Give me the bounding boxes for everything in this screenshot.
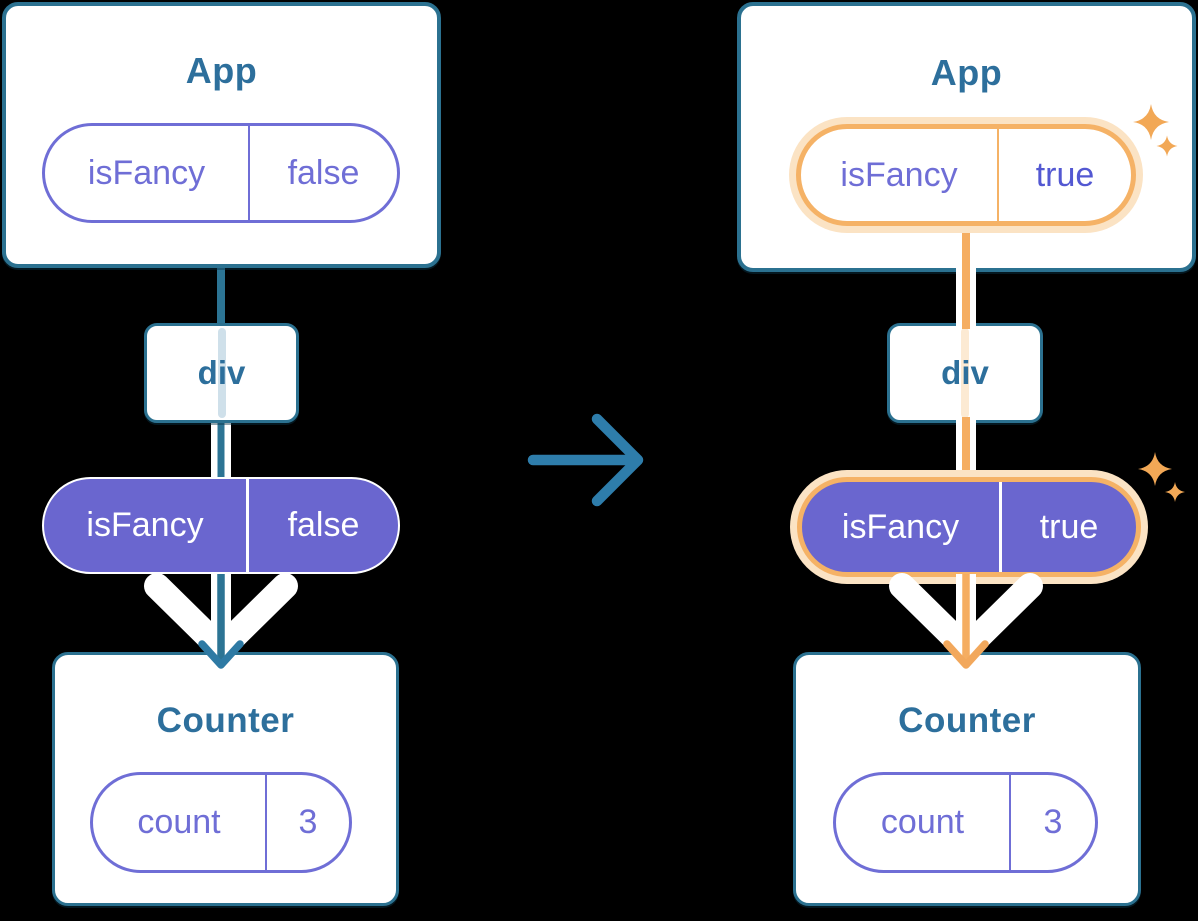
left-counter-state-value: 3: [298, 803, 318, 841]
right-div-label: div: [941, 354, 989, 391]
left-prop-flow-arrow arrow-down-chevron-icon: [144, 573, 298, 669]
right-prop-flow-arrow arrow-down-chevron-icon: [889, 573, 1043, 669]
right-app-state-connector: [962, 228, 970, 272]
right-app-state-pill: isFancy true: [796, 124, 1136, 226]
right-counter-title: Counter: [898, 701, 1036, 740]
left-prop-name: isFancy: [44, 479, 249, 572]
arrow-right-icon: [527, 413, 644, 507]
sparkles-icon: [1133, 104, 1178, 157]
left-app-title: App: [185, 50, 258, 91]
left-prop-value: false: [287, 506, 360, 544]
left-app-div-connector: [217, 264, 225, 328]
left-app-state-name: isFancy: [45, 126, 250, 220]
left-div-prop-core: [217, 418, 225, 482]
right-div-passthrough-line: [961, 328, 969, 418]
left-div-label: div: [197, 354, 246, 391]
right-prop-name: isFancy: [802, 482, 1002, 572]
right-counter-state-value: 3: [1043, 803, 1063, 841]
left-div-prop-connector: [211, 418, 231, 482]
left-app-state-value: false: [287, 153, 360, 192]
sparkles-icon: [1138, 452, 1185, 502]
right-app-state-name: isFancy: [801, 129, 999, 221]
right-app-div-connector: [956, 266, 976, 329]
left-prop-pill: isFancy false: [42, 477, 400, 574]
left-counter-state-pill: count 3: [90, 772, 352, 873]
left-app-state-pill: isFancy false: [42, 123, 400, 223]
right-app-div-core: [962, 266, 970, 329]
right-prop-value: true: [1039, 507, 1099, 546]
right-app-title: App: [930, 52, 1003, 93]
right-counter-state-pill: count 3: [833, 772, 1098, 873]
right-prop-pill: isFancy true: [797, 477, 1141, 577]
right-div-prop-core: [962, 417, 970, 482]
right-counter-state-name: count: [836, 775, 1011, 870]
left-div-box: div: [144, 323, 299, 423]
left-div-passthrough-line: [217, 328, 226, 418]
right-div-prop-connector: [956, 417, 976, 482]
left-counter-title: Counter: [156, 701, 295, 740]
right-app-state-value: true: [1035, 155, 1095, 194]
right-div-box: div: [887, 323, 1043, 423]
left-counter-state-name: count: [93, 775, 267, 870]
